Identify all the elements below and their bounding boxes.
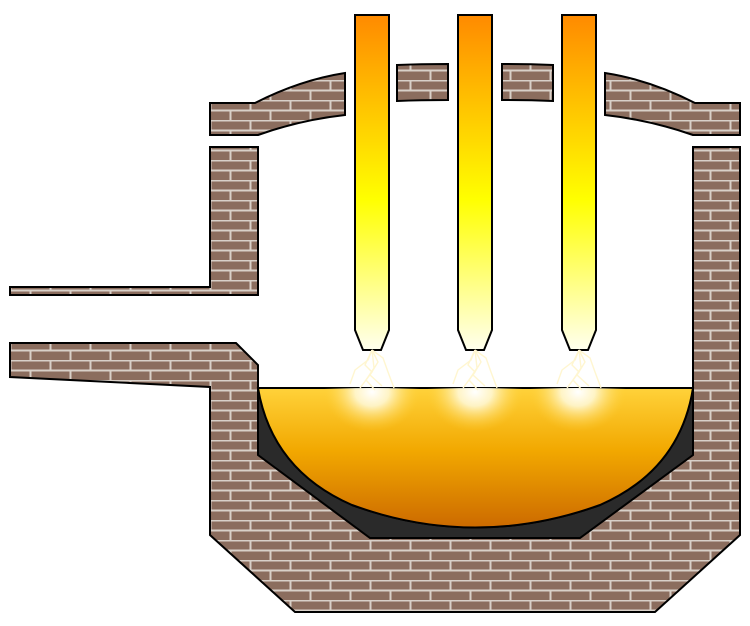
arc-sparks-3	[556, 349, 602, 391]
arc-glows	[324, 388, 626, 432]
roof-segment-center-right	[501, 62, 554, 103]
roof-segment-right	[604, 71, 741, 136]
arc-glow-2	[427, 388, 523, 432]
arc-glow-3	[530, 388, 626, 432]
arc-glow-1	[324, 388, 420, 432]
left-upper-wall	[9, 146, 259, 296]
arc-sparks-2	[452, 349, 498, 391]
roof-segment-left	[209, 71, 346, 136]
arc-sparks-1	[349, 349, 395, 391]
electrode-3	[561, 14, 597, 351]
electrode-1	[354, 14, 390, 351]
roof-segment-center-left	[396, 62, 449, 103]
electrode-2	[457, 14, 493, 351]
